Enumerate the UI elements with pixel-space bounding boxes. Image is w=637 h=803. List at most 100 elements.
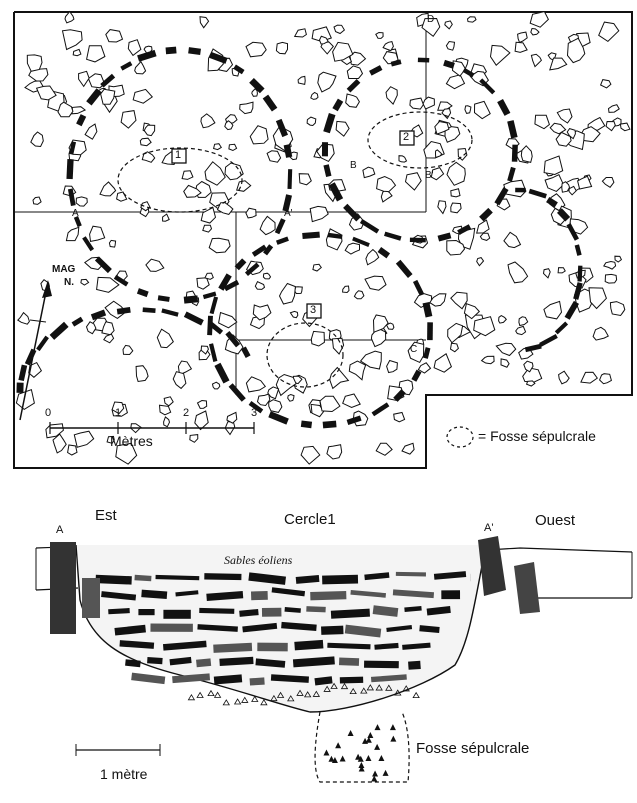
slab-stone	[511, 144, 518, 162]
section-label-est: Est	[95, 507, 117, 524]
section-slab	[350, 590, 386, 598]
pit-gravel	[367, 732, 374, 739]
stone	[544, 174, 565, 192]
section-slab	[370, 674, 407, 683]
stone	[218, 311, 238, 329]
point-c: C	[410, 344, 418, 355]
section-slab	[255, 658, 286, 668]
stone	[332, 41, 354, 62]
slab-stone	[323, 113, 336, 134]
stone	[52, 433, 67, 454]
stone	[104, 300, 127, 320]
pit-gravel	[378, 755, 385, 762]
slab-stone	[248, 400, 264, 414]
stone	[401, 442, 415, 455]
pit-gravel	[358, 761, 365, 768]
stone	[543, 155, 564, 176]
stone	[239, 101, 254, 115]
slab-stone	[462, 67, 475, 78]
section-slab	[310, 590, 347, 601]
stone	[196, 277, 210, 290]
stone	[429, 293, 447, 307]
section-slab	[402, 642, 431, 650]
stone	[566, 37, 586, 64]
slab-stone	[443, 59, 455, 69]
section-slab	[242, 622, 278, 633]
slab-stone	[457, 224, 472, 235]
base-gravel	[375, 684, 383, 691]
base-gravel	[276, 691, 285, 698]
slab-stone	[202, 291, 217, 300]
section-label-ouest: Ouest	[535, 512, 576, 529]
stone	[580, 371, 599, 384]
section-slab	[314, 676, 333, 686]
slab-stone	[546, 197, 558, 208]
stone	[275, 41, 288, 55]
slab-stone	[577, 265, 583, 282]
stone	[543, 300, 563, 320]
section-pit-fill	[187, 682, 420, 782]
stone	[15, 389, 35, 411]
north-label-mag: MAG	[52, 264, 76, 275]
slab-stone	[287, 169, 293, 190]
slab-stone	[16, 382, 24, 393]
stone	[430, 166, 445, 181]
base-gravel	[412, 691, 420, 699]
stone	[542, 268, 551, 279]
stone	[393, 411, 406, 423]
stone	[556, 108, 573, 124]
excavation-outline	[13, 11, 633, 469]
section-slab	[292, 656, 335, 668]
slab-stone	[228, 383, 246, 402]
section-slab	[138, 609, 155, 616]
stone	[598, 21, 620, 43]
stone	[122, 344, 134, 356]
slab-stone	[574, 244, 582, 256]
stone	[325, 228, 343, 251]
base-gravel	[340, 682, 349, 690]
slab-stone	[249, 77, 265, 94]
stone	[61, 29, 83, 51]
stone	[489, 44, 511, 66]
stone	[517, 31, 528, 44]
stone	[72, 48, 82, 57]
stone	[422, 96, 435, 110]
slab-stone	[268, 411, 289, 425]
stone	[353, 290, 365, 300]
section-slab	[239, 609, 259, 617]
pit-gravel	[323, 749, 330, 756]
stone	[557, 267, 566, 274]
slab-stone	[214, 362, 230, 384]
base-gravel	[187, 694, 196, 701]
slab-stone	[369, 65, 383, 76]
stone	[514, 41, 528, 53]
slab-stone	[302, 231, 320, 239]
pit-gravel	[357, 755, 364, 762]
stone	[202, 224, 213, 233]
base-gravel	[303, 691, 312, 698]
stone	[344, 242, 360, 255]
slab-stone	[188, 47, 201, 55]
stone	[507, 261, 529, 284]
base-gravel	[196, 691, 204, 698]
section-end-stone-left	[50, 542, 100, 634]
section-slab	[169, 656, 192, 666]
stone	[200, 345, 209, 355]
stone	[111, 401, 125, 415]
stone	[67, 444, 78, 456]
stone	[466, 16, 477, 23]
stone	[342, 285, 350, 294]
stone	[473, 316, 496, 337]
stone	[561, 181, 571, 193]
section-slab	[271, 587, 306, 597]
slab-stone	[233, 64, 245, 75]
stone	[245, 376, 267, 393]
slab-stone	[76, 114, 87, 127]
pit-gravel	[372, 770, 379, 777]
stone	[228, 143, 238, 152]
pit-gravel	[371, 775, 378, 782]
slab-stone	[86, 88, 102, 106]
slab-stone	[209, 296, 219, 315]
stone	[251, 88, 258, 97]
stone	[480, 355, 495, 365]
